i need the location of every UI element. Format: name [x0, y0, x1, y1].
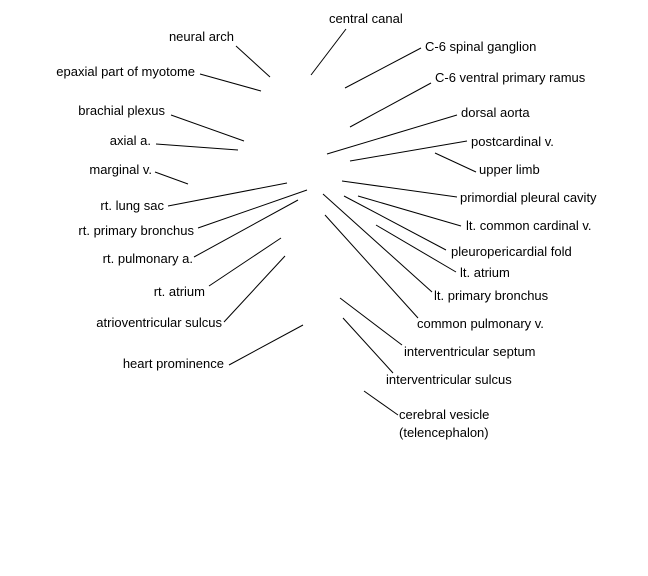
leader-common-pulmonary-v	[324, 214, 419, 319]
label-rt-lung-sac: rt. lung sac	[100, 198, 164, 213]
leader-marginal-v	[154, 171, 189, 185]
leader-postcardinal-v	[349, 140, 468, 162]
label-rt-primary-bronchus: rt. primary bronchus	[78, 223, 194, 238]
label-c6-ventral-ramus: C-6 ventral primary ramus	[435, 70, 586, 85]
leader-av-sulcus	[223, 255, 286, 323]
leader-central-canal	[310, 28, 347, 76]
leader-c6-spinal-ganglion	[344, 47, 422, 89]
label-telencephalon: (telencephalon)	[399, 425, 489, 440]
label-cerebral-vesicle: cerebral vesicle	[399, 407, 490, 422]
label-neural-arch: neural arch	[168, 29, 234, 44]
label-primordial-pleural: primordial pleural cavity	[460, 190, 597, 205]
label-rt-pulmonary-a: rt. pulmonary a.	[102, 251, 193, 266]
leader-neural-arch	[235, 45, 271, 78]
label-epaxial: epaxial part of myotome	[56, 64, 195, 79]
leader-lt-common-cardinal	[357, 195, 462, 227]
label-iv-sulcus: interventricular sulcus	[386, 372, 512, 387]
leader-iv-septum	[339, 297, 403, 346]
leader-epaxial	[199, 73, 262, 92]
leader-rt-atrium	[208, 237, 282, 287]
label-lt-primary-bronchus: lt. primary bronchus	[434, 288, 549, 303]
label-dorsal-aorta: dorsal aorta	[461, 105, 530, 120]
label-lt-common-cardinal: lt. common cardinal v.	[466, 218, 592, 233]
leader-primordial-pleural	[341, 180, 458, 198]
leader-cerebral-vesicle	[363, 390, 399, 416]
leader-iv-sulcus	[342, 317, 394, 374]
label-lt-atrium: lt. atrium	[460, 265, 510, 280]
leader-dorsal-aorta	[326, 114, 458, 155]
leader-c6-ventral-ramus	[349, 82, 432, 128]
leader-rt-primary-bronchus	[197, 189, 308, 229]
leader-upper-limb	[434, 152, 477, 173]
leader-brachial-plexus	[170, 114, 245, 142]
leader-heart-prominence	[228, 324, 304, 366]
label-postcardinal-v: postcardinal v.	[471, 134, 554, 149]
label-axial-a: axial a.	[109, 133, 151, 148]
leader-rt-lung-sac	[167, 182, 288, 207]
label-common-pulmonary-v: common pulmonary v.	[417, 316, 544, 331]
label-heart-prominence: heart prominence	[122, 356, 224, 371]
label-brachial-plexus: brachial plexus	[78, 103, 165, 118]
leader-lt-atrium	[375, 224, 457, 273]
label-c6-spinal-ganglion: C-6 spinal ganglion	[425, 39, 537, 54]
label-central-canal: central canal	[329, 11, 403, 26]
leader-pleuropericardial-fold	[343, 195, 447, 251]
label-pleuropericardial-fold: pleuropericardial fold	[451, 244, 572, 259]
leader-rt-pulmonary-a	[193, 199, 299, 258]
label-av-sulcus: atrioventricular sulcus	[96, 315, 222, 330]
label-rt-atrium: rt. atrium	[153, 284, 205, 299]
leader-lt-primary-bronchus	[322, 193, 433, 293]
leader-axial-a	[155, 143, 239, 151]
label-iv-septum: interventricular septum	[404, 344, 536, 359]
label-marginal-v: marginal v.	[89, 162, 152, 177]
label-upper-limb: upper limb	[479, 162, 540, 177]
